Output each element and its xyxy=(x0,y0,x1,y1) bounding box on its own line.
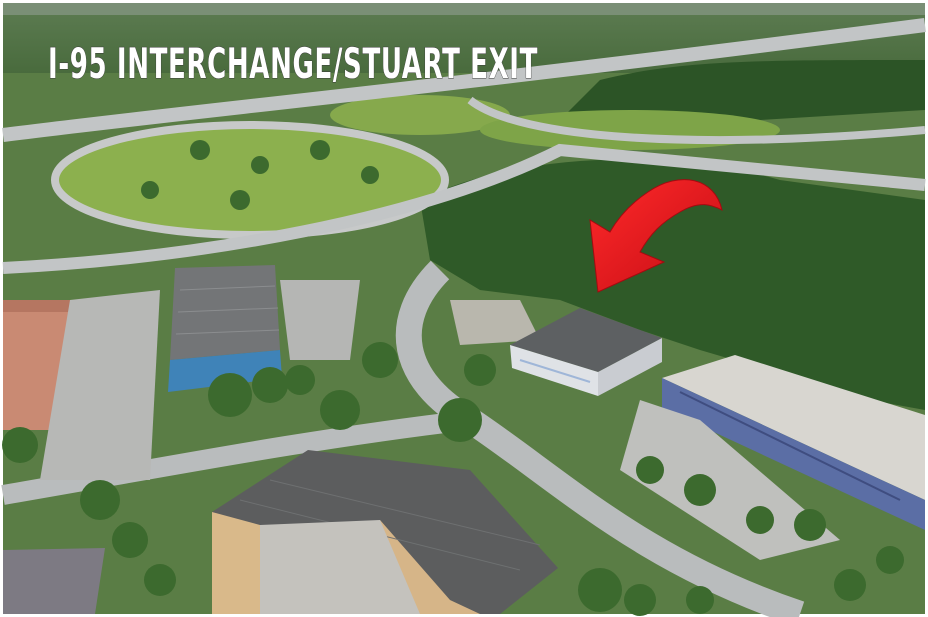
photo-caption: I-95 INTERCHANGE/STUART EXIT xyxy=(48,39,538,88)
red-arrow-icon xyxy=(589,179,723,293)
highway-i95 xyxy=(2,18,926,142)
photo-content: I-95 INTERCHANGE/STUART EXIT xyxy=(1,3,926,617)
local-road xyxy=(395,260,805,617)
forest-area xyxy=(420,159,925,410)
target-building xyxy=(510,308,662,396)
interchange-loop-grass xyxy=(55,125,445,235)
building-bottom-left xyxy=(3,548,105,614)
tree-clusters xyxy=(2,140,904,616)
warehouse-right xyxy=(662,355,925,530)
